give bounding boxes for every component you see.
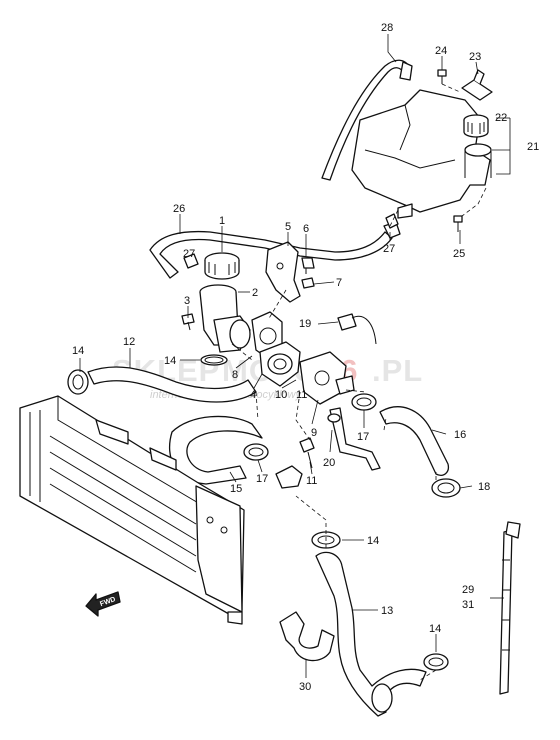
reservoir-tank [351,89,492,219]
callout-10: 10 [275,389,287,401]
callout-20: 20 [323,457,335,469]
callout-11-top: 11 [296,389,307,401]
clamp-lower-right [423,653,449,671]
callout-4: 4 [250,389,256,401]
radiator [19,395,245,625]
clamp-upper-left [67,369,89,395]
callout-14-left: 14 [72,345,84,357]
neck-oring [200,354,228,366]
forward-direction-arrow: FWD [85,591,121,617]
overflow-hose [321,59,413,181]
callout-28: 28 [381,22,393,34]
callout-27-left: 27 [183,248,195,260]
temperature-sensor [337,313,377,345]
callout-7: 7 [336,277,342,289]
tank-bolt [437,69,447,84]
callout-18: 18 [478,481,490,493]
callout-14-bottom: 14 [429,623,441,635]
tank-bolt-lower [453,215,463,232]
hose-bracket [279,611,335,662]
callout-labels: 28 24 23 22 21 26 1 5 6 27 27 25 7 2 3 1… [72,22,539,693]
bolt-11 [299,437,315,469]
callout-5: 5 [285,221,291,233]
leader-lines [79,34,511,681]
radiator-cap [204,252,240,280]
callout-23: 23 [469,51,481,63]
callout-14-lower: 14 [367,535,379,547]
callout-17-left: 17 [256,473,268,485]
callout-6: 6 [303,223,309,235]
callout-29: 29 [462,584,474,596]
callout-22: 22 [495,112,507,124]
clamp-mid [243,443,269,461]
radiator-hose-right [379,406,450,476]
callout-8: 8 [232,369,238,381]
sensor-wire [327,407,381,471]
callout-26: 26 [173,203,185,215]
callout-1: 1 [219,215,225,227]
callout-2: 2 [252,287,258,299]
callout-25: 25 [453,248,465,260]
mounting-bracket [265,241,301,303]
hose-clamp [351,393,377,411]
callout-19: 19 [299,318,311,330]
clamp-right [431,478,461,498]
callout-3: 3 [184,295,190,307]
callout-12: 12 [123,336,135,348]
clamp-small [275,465,303,489]
callout-21: 21 [527,141,539,153]
callout-16: 16 [454,429,466,441]
radiator-hose-lower [315,551,427,717]
callout-14-mid: 14 [164,355,176,367]
callout-27-right: 27 [383,243,395,255]
water-pipe-tee [299,351,355,405]
callout-17-right: 17 [357,431,369,443]
callout-9: 9 [311,427,317,439]
watermark-brand-tld: .PL [372,353,423,388]
callout-31: 31 [462,599,474,611]
bracket-bolt-lower [301,277,315,289]
filler-bolt [181,313,195,331]
hose-clip-right [385,213,399,229]
bracket-bolt [301,257,315,274]
callout-24: 24 [435,45,447,57]
reservoir-cap [463,114,489,138]
cable-tie [499,521,521,695]
callout-30: 30 [299,681,311,693]
filler-neck [199,284,251,353]
thermostat-housing [251,311,301,387]
callout-13: 13 [381,605,393,617]
tank-bracket [461,69,493,101]
hose-clip [183,253,199,269]
callout-15: 15 [230,483,242,495]
callout-11: 11 [306,475,317,487]
